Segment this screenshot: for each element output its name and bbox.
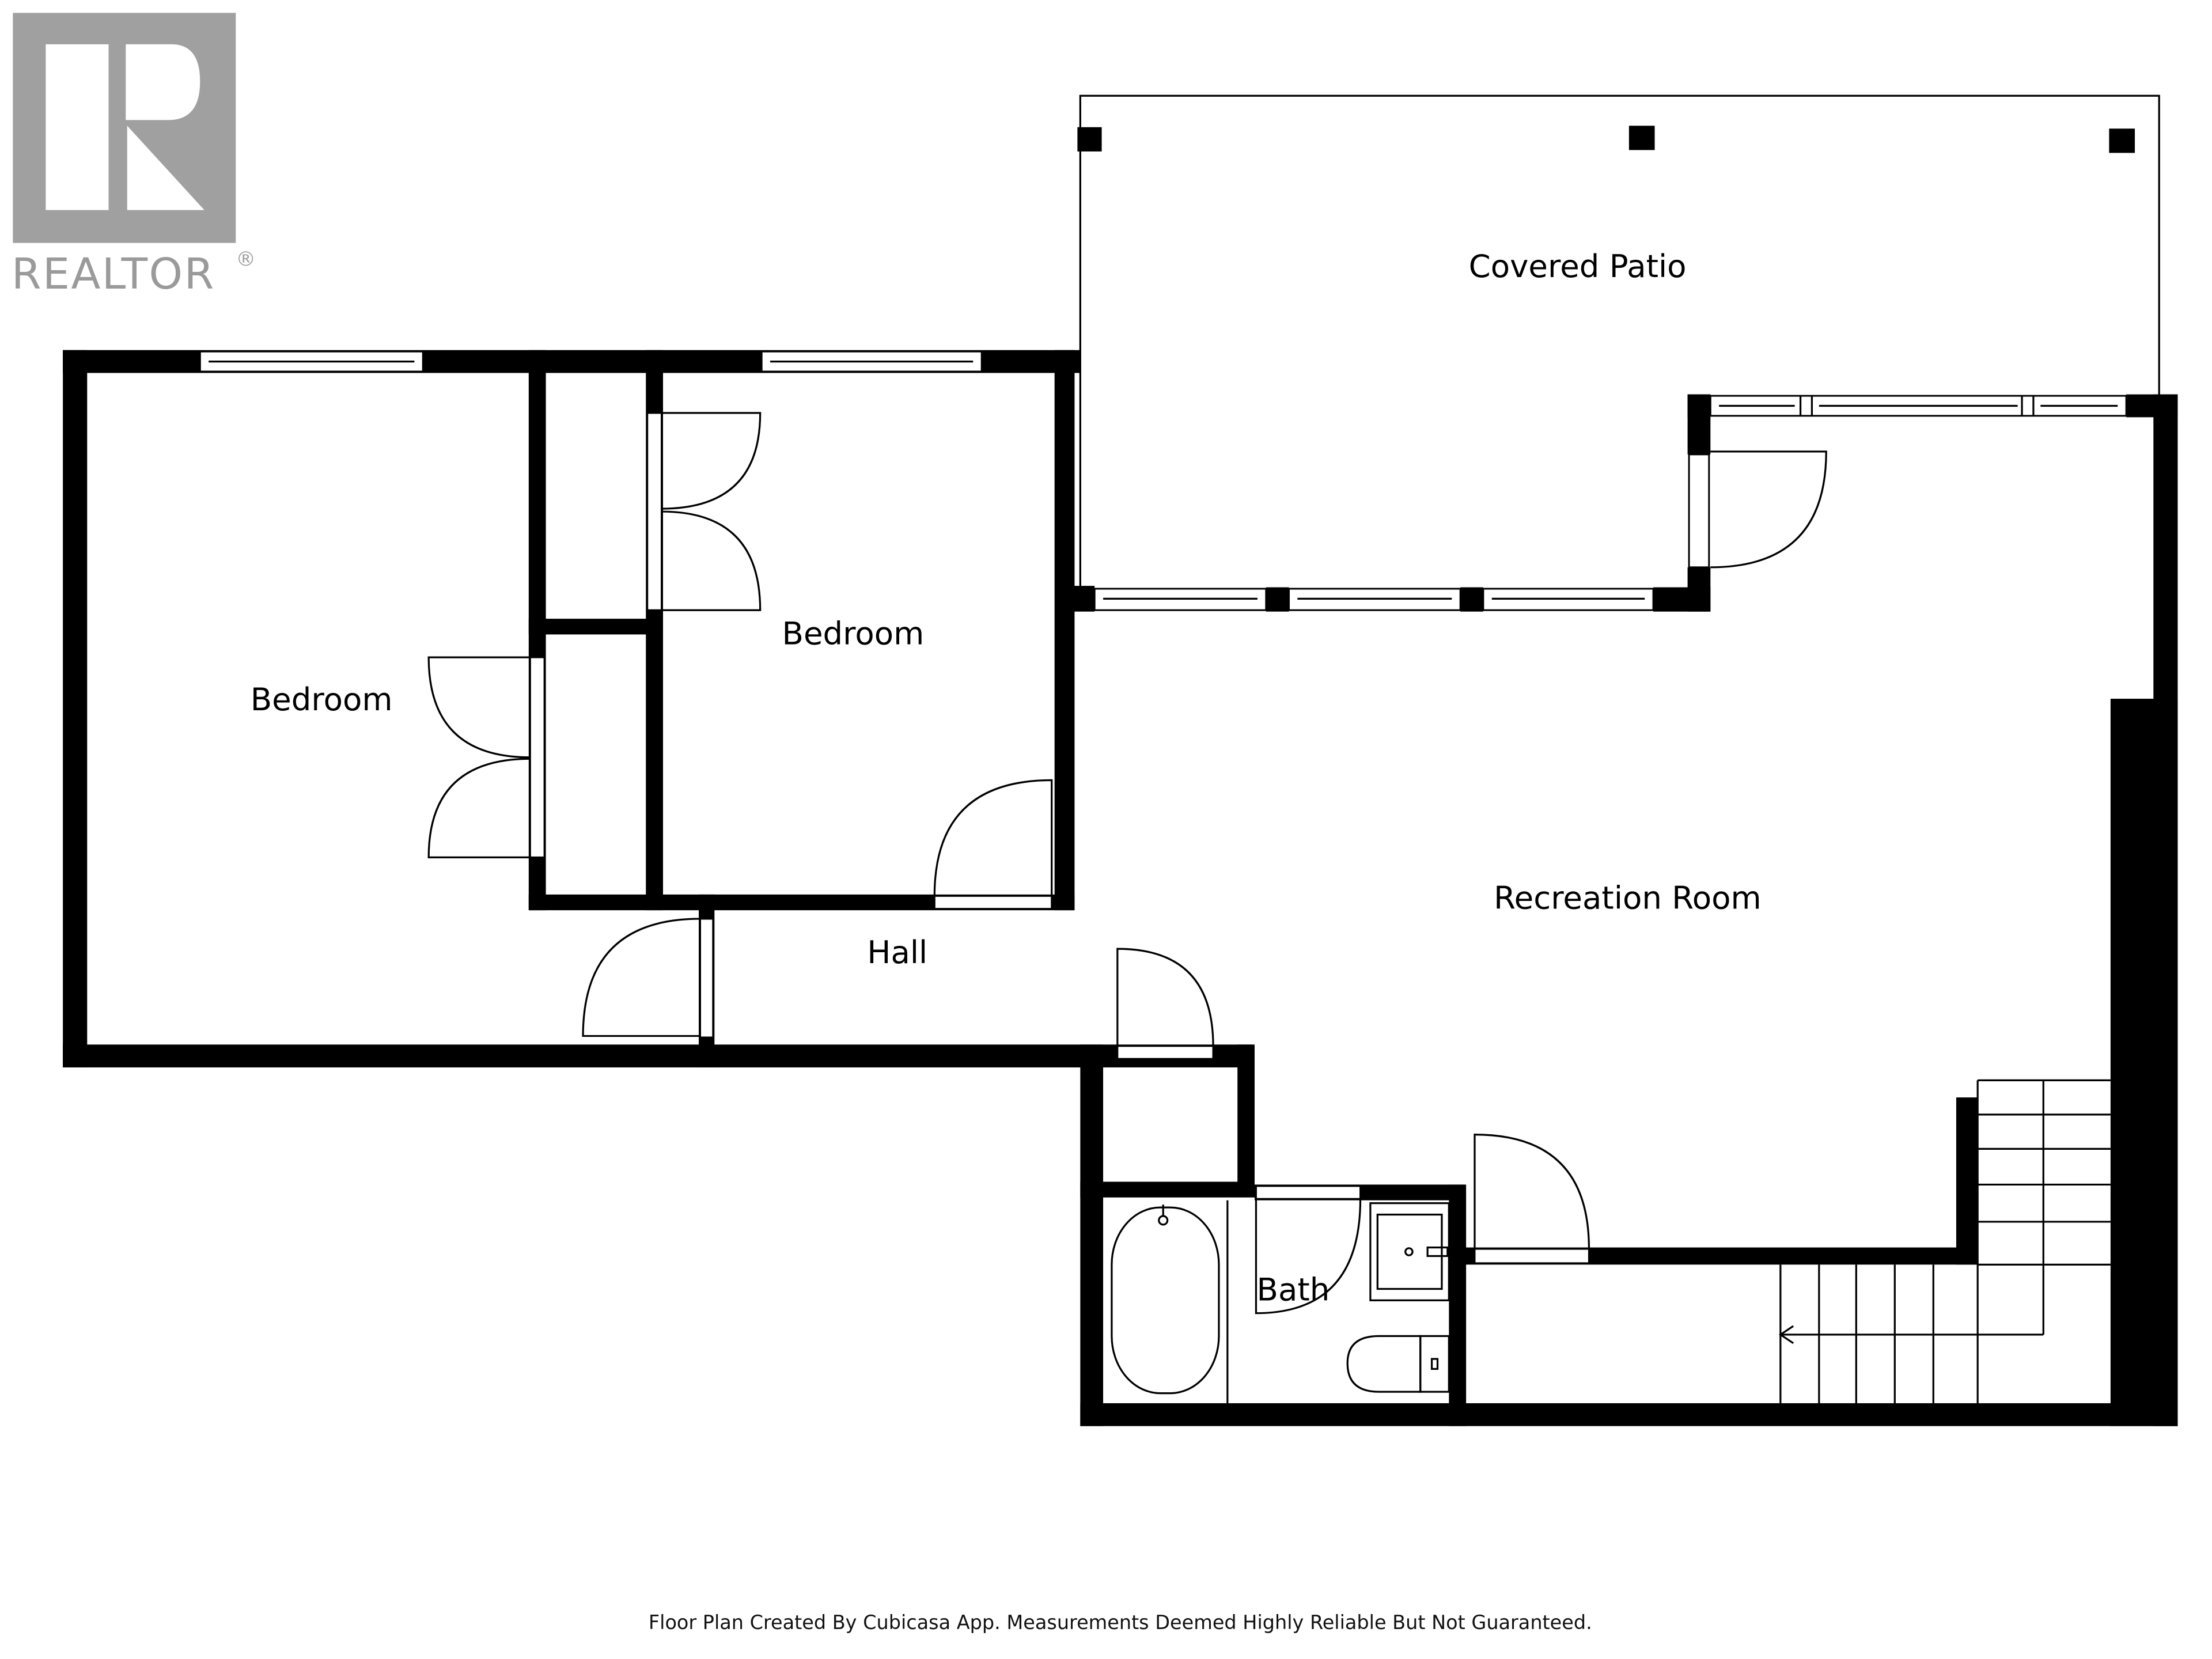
realtor-logo: REALTOR ® xyxy=(12,13,256,299)
bath-fixtures xyxy=(1111,1200,1450,1403)
room-label-bedroom-2: Bedroom xyxy=(782,615,925,652)
doors xyxy=(427,412,1827,1315)
room-label-recreation-room: Recreation Room xyxy=(1494,880,1762,916)
room-label-hall: Hall xyxy=(867,934,927,971)
covered-patio-outline xyxy=(1077,94,2160,600)
footer-disclaimer: Floor Plan Created By Cubicasa App. Meas… xyxy=(649,1611,1592,1634)
stairs xyxy=(1778,1079,2111,1403)
realtor-wordmark: REALTOR xyxy=(12,249,215,299)
windows xyxy=(199,350,2127,611)
room-label-bath: Bath xyxy=(1257,1271,1330,1308)
toilet-icon xyxy=(1346,1335,1422,1393)
room-label-covered-patio: Covered Patio xyxy=(1469,248,1687,285)
walls xyxy=(63,350,2178,1426)
room-label-bedroom-1: Bedroom xyxy=(251,681,393,718)
registered-mark: ® xyxy=(236,248,256,271)
bathtub-icon xyxy=(1111,1206,1220,1395)
sink-icon xyxy=(1369,1202,1450,1301)
